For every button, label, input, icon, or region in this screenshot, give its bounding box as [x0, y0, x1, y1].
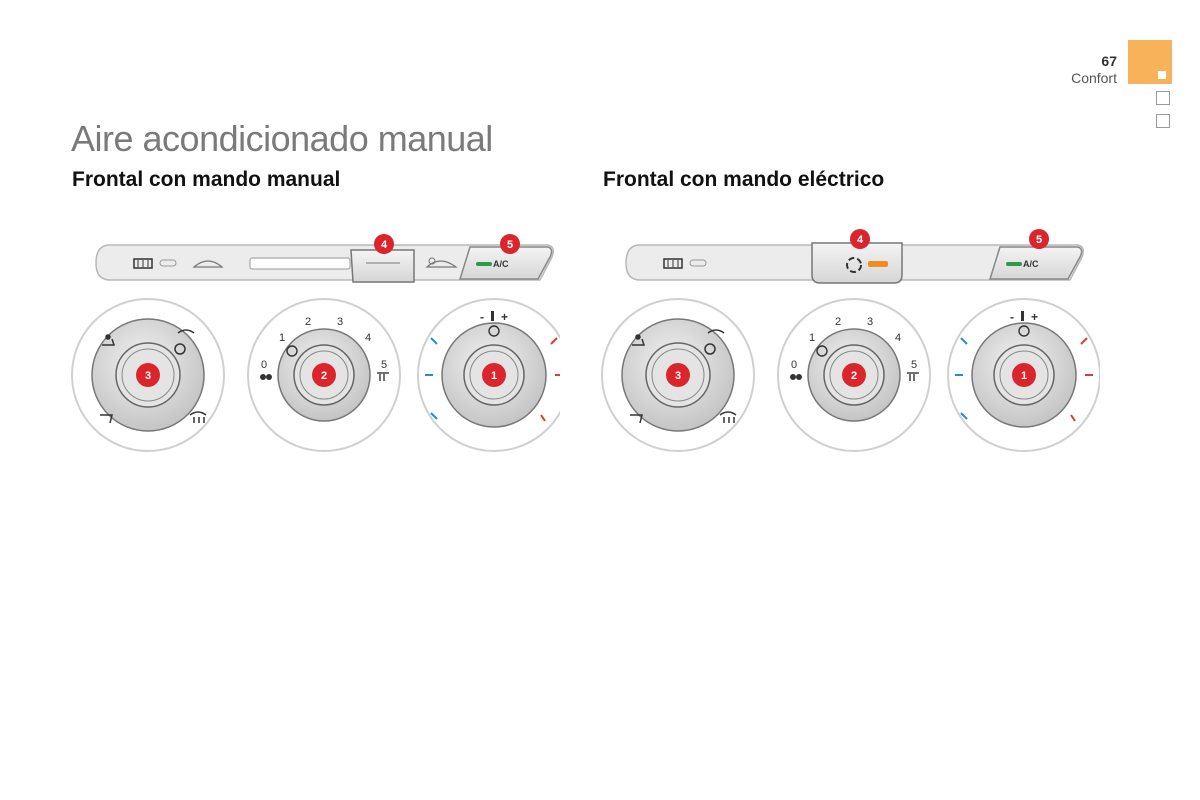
rear-defrost-icon [663, 258, 683, 269]
fan-level-0: 0 [791, 359, 797, 371]
air-distribution-knob[interactable]: 3 [601, 298, 755, 452]
rear-defrost-icon [133, 258, 153, 269]
temperature-knob[interactable]: 1 - + [417, 298, 560, 452]
fan-speed-knob[interactable]: 2 0 1 2 3 4 5 [247, 298, 401, 452]
callout-4: 4 [850, 229, 870, 249]
svg-text:4: 4 [381, 239, 388, 251]
svg-text:5: 5 [507, 239, 513, 251]
section-heading-manual: Frontal con mando manual [72, 168, 341, 191]
ac-label: A/C [493, 259, 509, 269]
air-intake-icon [192, 260, 224, 268]
callout-2 [312, 363, 336, 387]
windscreen-demist-icon [174, 329, 195, 355]
callout-2 [842, 363, 866, 387]
fan-level-1: 1 [279, 332, 285, 344]
svg-text:4: 4 [857, 234, 864, 246]
temp-plus-label: + [501, 310, 508, 324]
air-recirculation-icon [846, 257, 862, 273]
fan-level-0: 0 [261, 359, 267, 371]
section-heading-electric: Frontal con mando eléctrico [603, 168, 885, 191]
ac-label: A/C [1023, 259, 1039, 269]
fan-level-5: 5 [911, 359, 917, 371]
feet-vent-icon [630, 414, 643, 424]
recirculation-mark-icon [286, 345, 298, 357]
section-label: Confort [1071, 70, 1117, 86]
callout-4: 4 [374, 234, 394, 254]
temp-minus-label: - [1010, 310, 1014, 324]
temp-minus-label: - [480, 310, 484, 324]
page-number: 67 [1101, 53, 1117, 69]
fan-icon [790, 374, 802, 380]
windscreen-demist-icon [704, 329, 725, 355]
recirculation-button[interactable] [811, 242, 903, 284]
callout-1 [1012, 363, 1036, 387]
callout-3-label: 3 [145, 370, 151, 382]
windscreen-defrost-icon [719, 411, 737, 423]
air-recirculation-icon [425, 257, 458, 268]
callout-1-label: 1 [1021, 370, 1027, 382]
manual-control-panel-diagram: A/C 4 5 3 2 0 1 2 3 4 5 [71, 234, 560, 452]
page-title: Aire acondicionado manual [71, 118, 493, 159]
fan-speed-knob[interactable]: 2 0 1 2 3 4 5 [777, 298, 931, 452]
recirculation-mark-icon [816, 345, 828, 357]
fan-level-4: 4 [895, 332, 901, 344]
callout-3-label: 3 [675, 370, 681, 382]
face-vent-icon [632, 334, 646, 346]
ac-button[interactable]: A/C [458, 246, 553, 280]
fan-level-3: 3 [337, 316, 343, 328]
fan-level-4: 4 [365, 332, 371, 344]
face-vent-icon [102, 334, 116, 346]
fan-level-5: 5 [381, 359, 387, 371]
ac-button[interactable]: A/C [988, 246, 1083, 280]
callout-5: 5 [500, 234, 520, 254]
temperature-icon [491, 311, 494, 321]
temperature-icon [1021, 311, 1024, 321]
section-tab-box [1156, 91, 1170, 105]
rear-screen-icon [377, 372, 389, 381]
fan-level-2: 2 [835, 316, 841, 328]
callout-2-label: 2 [851, 370, 857, 382]
recirculation-slider[interactable] [350, 249, 415, 283]
callout-5: 5 [1029, 229, 1049, 249]
svg-text:5: 5 [1036, 234, 1042, 246]
temperature-knob[interactable]: 1 - + [947, 298, 1100, 452]
callout-1 [482, 363, 506, 387]
rear-screen-icon [907, 372, 919, 381]
fan-level-3: 3 [867, 316, 873, 328]
fan-level-2: 2 [305, 316, 311, 328]
feet-vent-icon [100, 414, 113, 424]
fan-level-1: 1 [809, 332, 815, 344]
callout-3 [136, 363, 160, 387]
section-tab-box [1156, 114, 1170, 128]
windscreen-defrost-icon [189, 411, 207, 423]
temp-plus-label: + [1031, 310, 1038, 324]
air-distribution-knob[interactable]: 3 [71, 298, 225, 452]
fan-icon [260, 374, 272, 380]
section-tab-active [1128, 40, 1172, 84]
electric-control-panel-diagram: A/C 4 5 3 2 0 1 2 3 4 5 [601, 229, 1100, 452]
callout-1-label: 1 [491, 370, 497, 382]
callout-3 [666, 363, 690, 387]
callout-2-label: 2 [321, 370, 327, 382]
